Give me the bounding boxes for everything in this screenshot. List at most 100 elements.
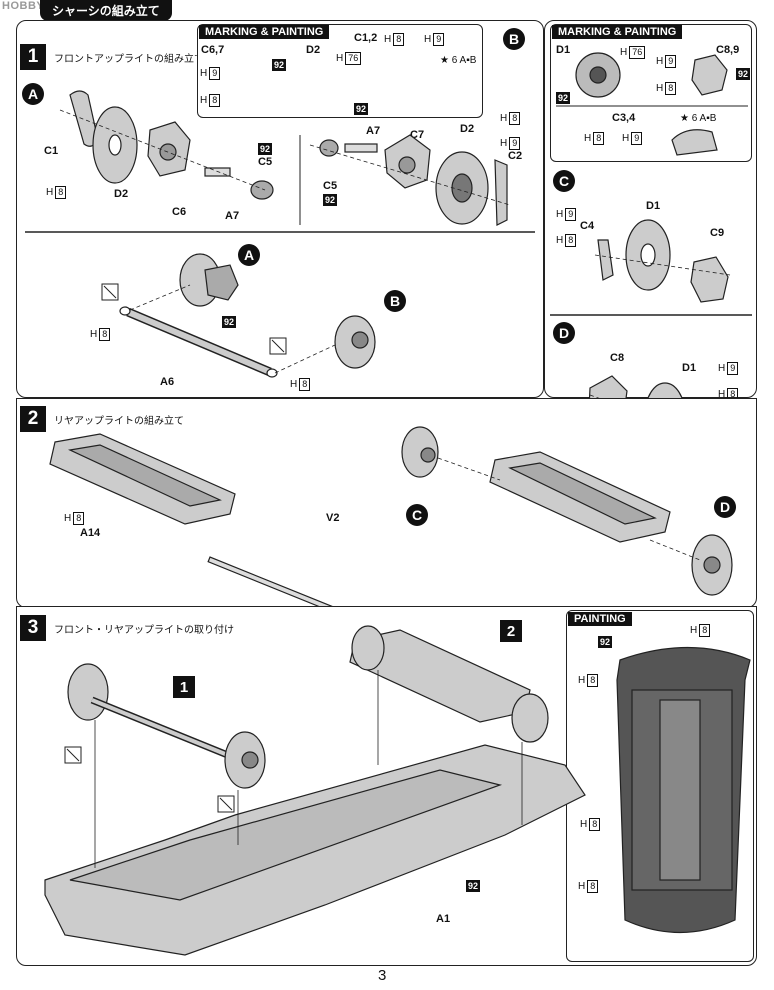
part-label-d1-d: D1 xyxy=(682,362,697,374)
star-icon: ★ xyxy=(440,55,449,66)
mp1-d2-label: D2 xyxy=(306,44,321,56)
glue-icon-3 xyxy=(64,746,82,764)
rear-hub-right-step3 xyxy=(511,693,549,743)
rear-hub-c xyxy=(401,426,439,478)
callout-step2-ref: 2 xyxy=(500,620,522,642)
part-label-c8: C8 xyxy=(610,352,625,364)
part-label-d1-c: D1 xyxy=(646,200,661,212)
pin-a7-left xyxy=(204,167,231,177)
marking-painting-box-2 xyxy=(550,24,752,162)
part-label-c4: C4 xyxy=(580,220,595,232)
pin-a7-right xyxy=(344,143,378,153)
part-label-a7-left: A7 xyxy=(225,210,240,222)
section-header: シャーシの組み立て xyxy=(40,0,172,21)
callout-d-step2: D xyxy=(714,496,736,518)
mp2-hub-c89 xyxy=(691,54,728,96)
part-label-d2-left: D2 xyxy=(114,188,129,200)
step3-number: 3 xyxy=(20,615,46,641)
step1-number: 1 xyxy=(20,44,46,70)
hub-c9 xyxy=(690,256,729,303)
part-label-a14: A14 xyxy=(80,527,101,539)
painting-heading: PAINTING xyxy=(568,612,632,626)
color-92-c5-left: 92 xyxy=(258,143,273,155)
part-label-c5-left: C5 xyxy=(258,156,273,168)
glue-icon-1 xyxy=(101,283,119,301)
step3-title: フロント・リヤアップライトの取り付け xyxy=(54,625,234,636)
step1-title: フロントアップライトの組み立て xyxy=(54,54,204,65)
mp2-d1-label: D1 xyxy=(556,44,571,56)
mp1-color-92-b: 92 xyxy=(354,103,369,115)
callout-d-side: D xyxy=(553,322,575,344)
part-label-v2: V2 xyxy=(326,512,340,524)
callout-b-top: B xyxy=(503,28,525,50)
mp2-c89-label: C8,9 xyxy=(716,44,740,56)
marking-painting-heading-2: MARKING & PAINTING xyxy=(552,25,683,39)
part-label-a7-right: A7 xyxy=(366,125,381,137)
caliper-c2 xyxy=(494,159,508,226)
callout-c-step2: C xyxy=(406,504,428,526)
mp2-code-6: ★ 6 A▪B xyxy=(680,113,717,124)
mp1-c67-label: C6,7 xyxy=(201,44,225,56)
mp2-caliper-c34 xyxy=(671,129,718,156)
glue-icon-2 xyxy=(269,337,287,355)
color-92-a1: 92 xyxy=(466,880,481,892)
callout-step1-ref: 1 xyxy=(173,676,195,698)
mp2-color-92-a: 92 xyxy=(556,92,571,104)
cap-c5-left xyxy=(250,180,274,200)
callout-a-top: A xyxy=(22,83,44,105)
color-92-c5-right: 92 xyxy=(323,194,338,206)
step2-title: リヤアップライトの組み立て xyxy=(54,416,184,427)
painting-color-92: 92 xyxy=(598,636,613,648)
callout-b-mid: B xyxy=(384,290,406,312)
mp2-c34-label: C3,4 xyxy=(612,112,636,124)
part-label-c2: C2 xyxy=(508,150,523,162)
part-label-c1: C1 xyxy=(44,145,59,157)
star-icon: ★ xyxy=(680,113,689,124)
callout-c-side: C xyxy=(553,170,575,192)
color-92-a6: 92 xyxy=(222,316,237,328)
callout-a-mid: A xyxy=(238,244,260,266)
part-label-c6: C6 xyxy=(172,206,187,218)
marking-painting-box-1 xyxy=(197,24,483,118)
marking-painting-heading-1: MARKING & PAINTING xyxy=(199,25,330,39)
part-label-c5-right: C5 xyxy=(323,180,338,192)
step2-number: 2 xyxy=(20,406,46,432)
part-label-a1: A1 xyxy=(436,913,451,925)
page-number: 3 xyxy=(378,967,387,984)
mp2-color-92-b: 92 xyxy=(736,68,751,80)
part-label-d2-right: D2 xyxy=(460,123,475,135)
caliper-c4 xyxy=(597,239,614,281)
part-label-a6: A6 xyxy=(160,376,175,388)
mp1-c12-label: C1,2 xyxy=(354,32,378,44)
mp1-code-6: ★ 6 A▪B xyxy=(440,55,477,66)
front-hub-left xyxy=(67,663,109,721)
rear-hub-left-step3 xyxy=(351,625,385,671)
glue-icon-4 xyxy=(217,795,235,813)
